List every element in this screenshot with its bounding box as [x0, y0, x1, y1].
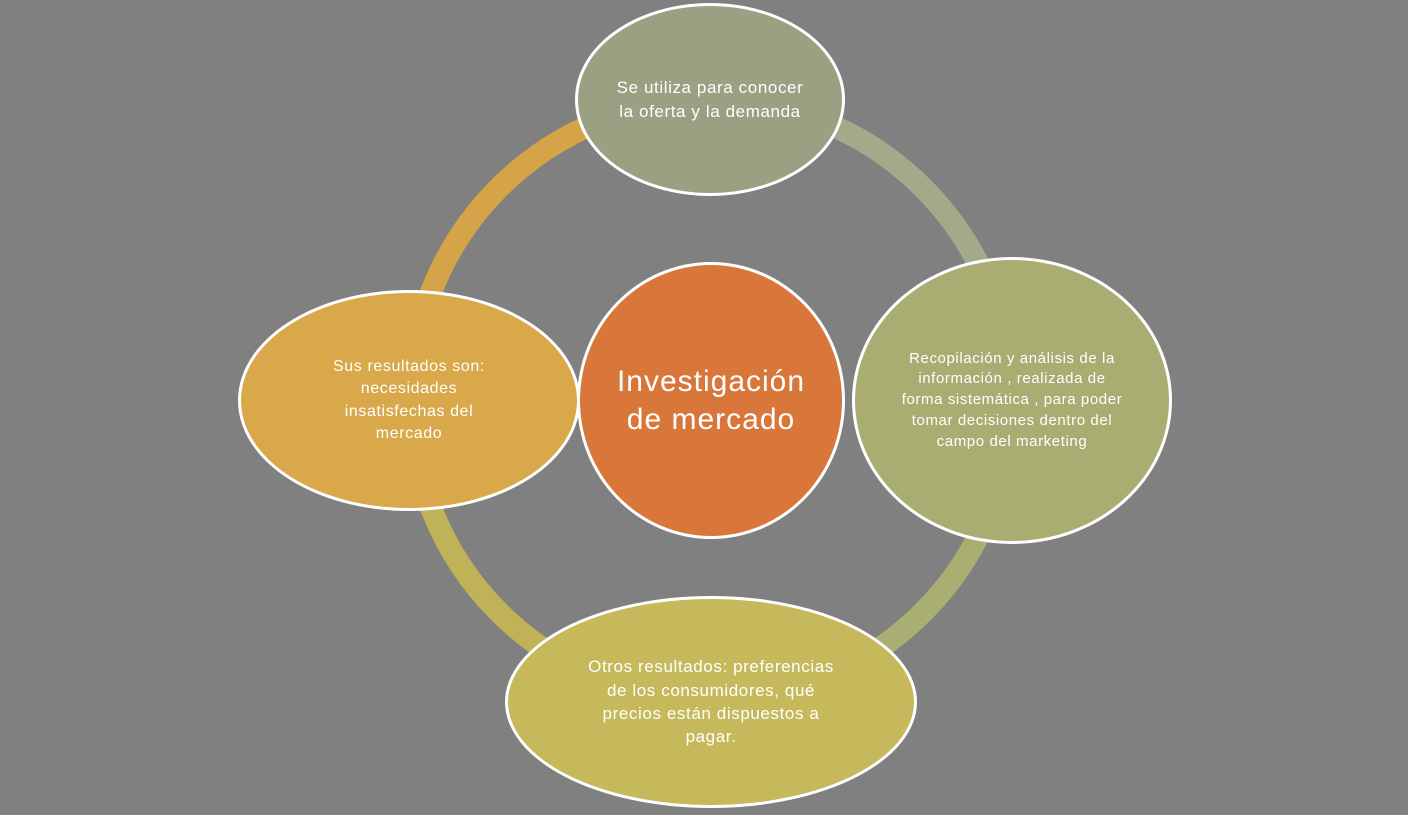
- node-top-label: Se utiliza para conocer la oferta y la d…: [616, 78, 804, 121]
- node-bottom: Otros resultados: preferencias de los co…: [505, 596, 917, 808]
- node-bottom-label: Otros resultados: preferencias de los co…: [588, 657, 834, 747]
- node-left-label: Sus resultados son: necesidades insatisf…: [333, 358, 485, 442]
- node-left: Sus resultados son: necesidades insatisf…: [238, 290, 580, 511]
- node-right-label: Recopilación y análisis de la informació…: [901, 349, 1123, 450]
- center-node-label: Investigación de mercado: [616, 365, 806, 436]
- node-top: Se utiliza para conocer la oferta y la d…: [575, 3, 845, 196]
- node-right: Recopilación y análisis de la informació…: [852, 257, 1172, 544]
- center-node: Investigación de mercado: [577, 262, 845, 539]
